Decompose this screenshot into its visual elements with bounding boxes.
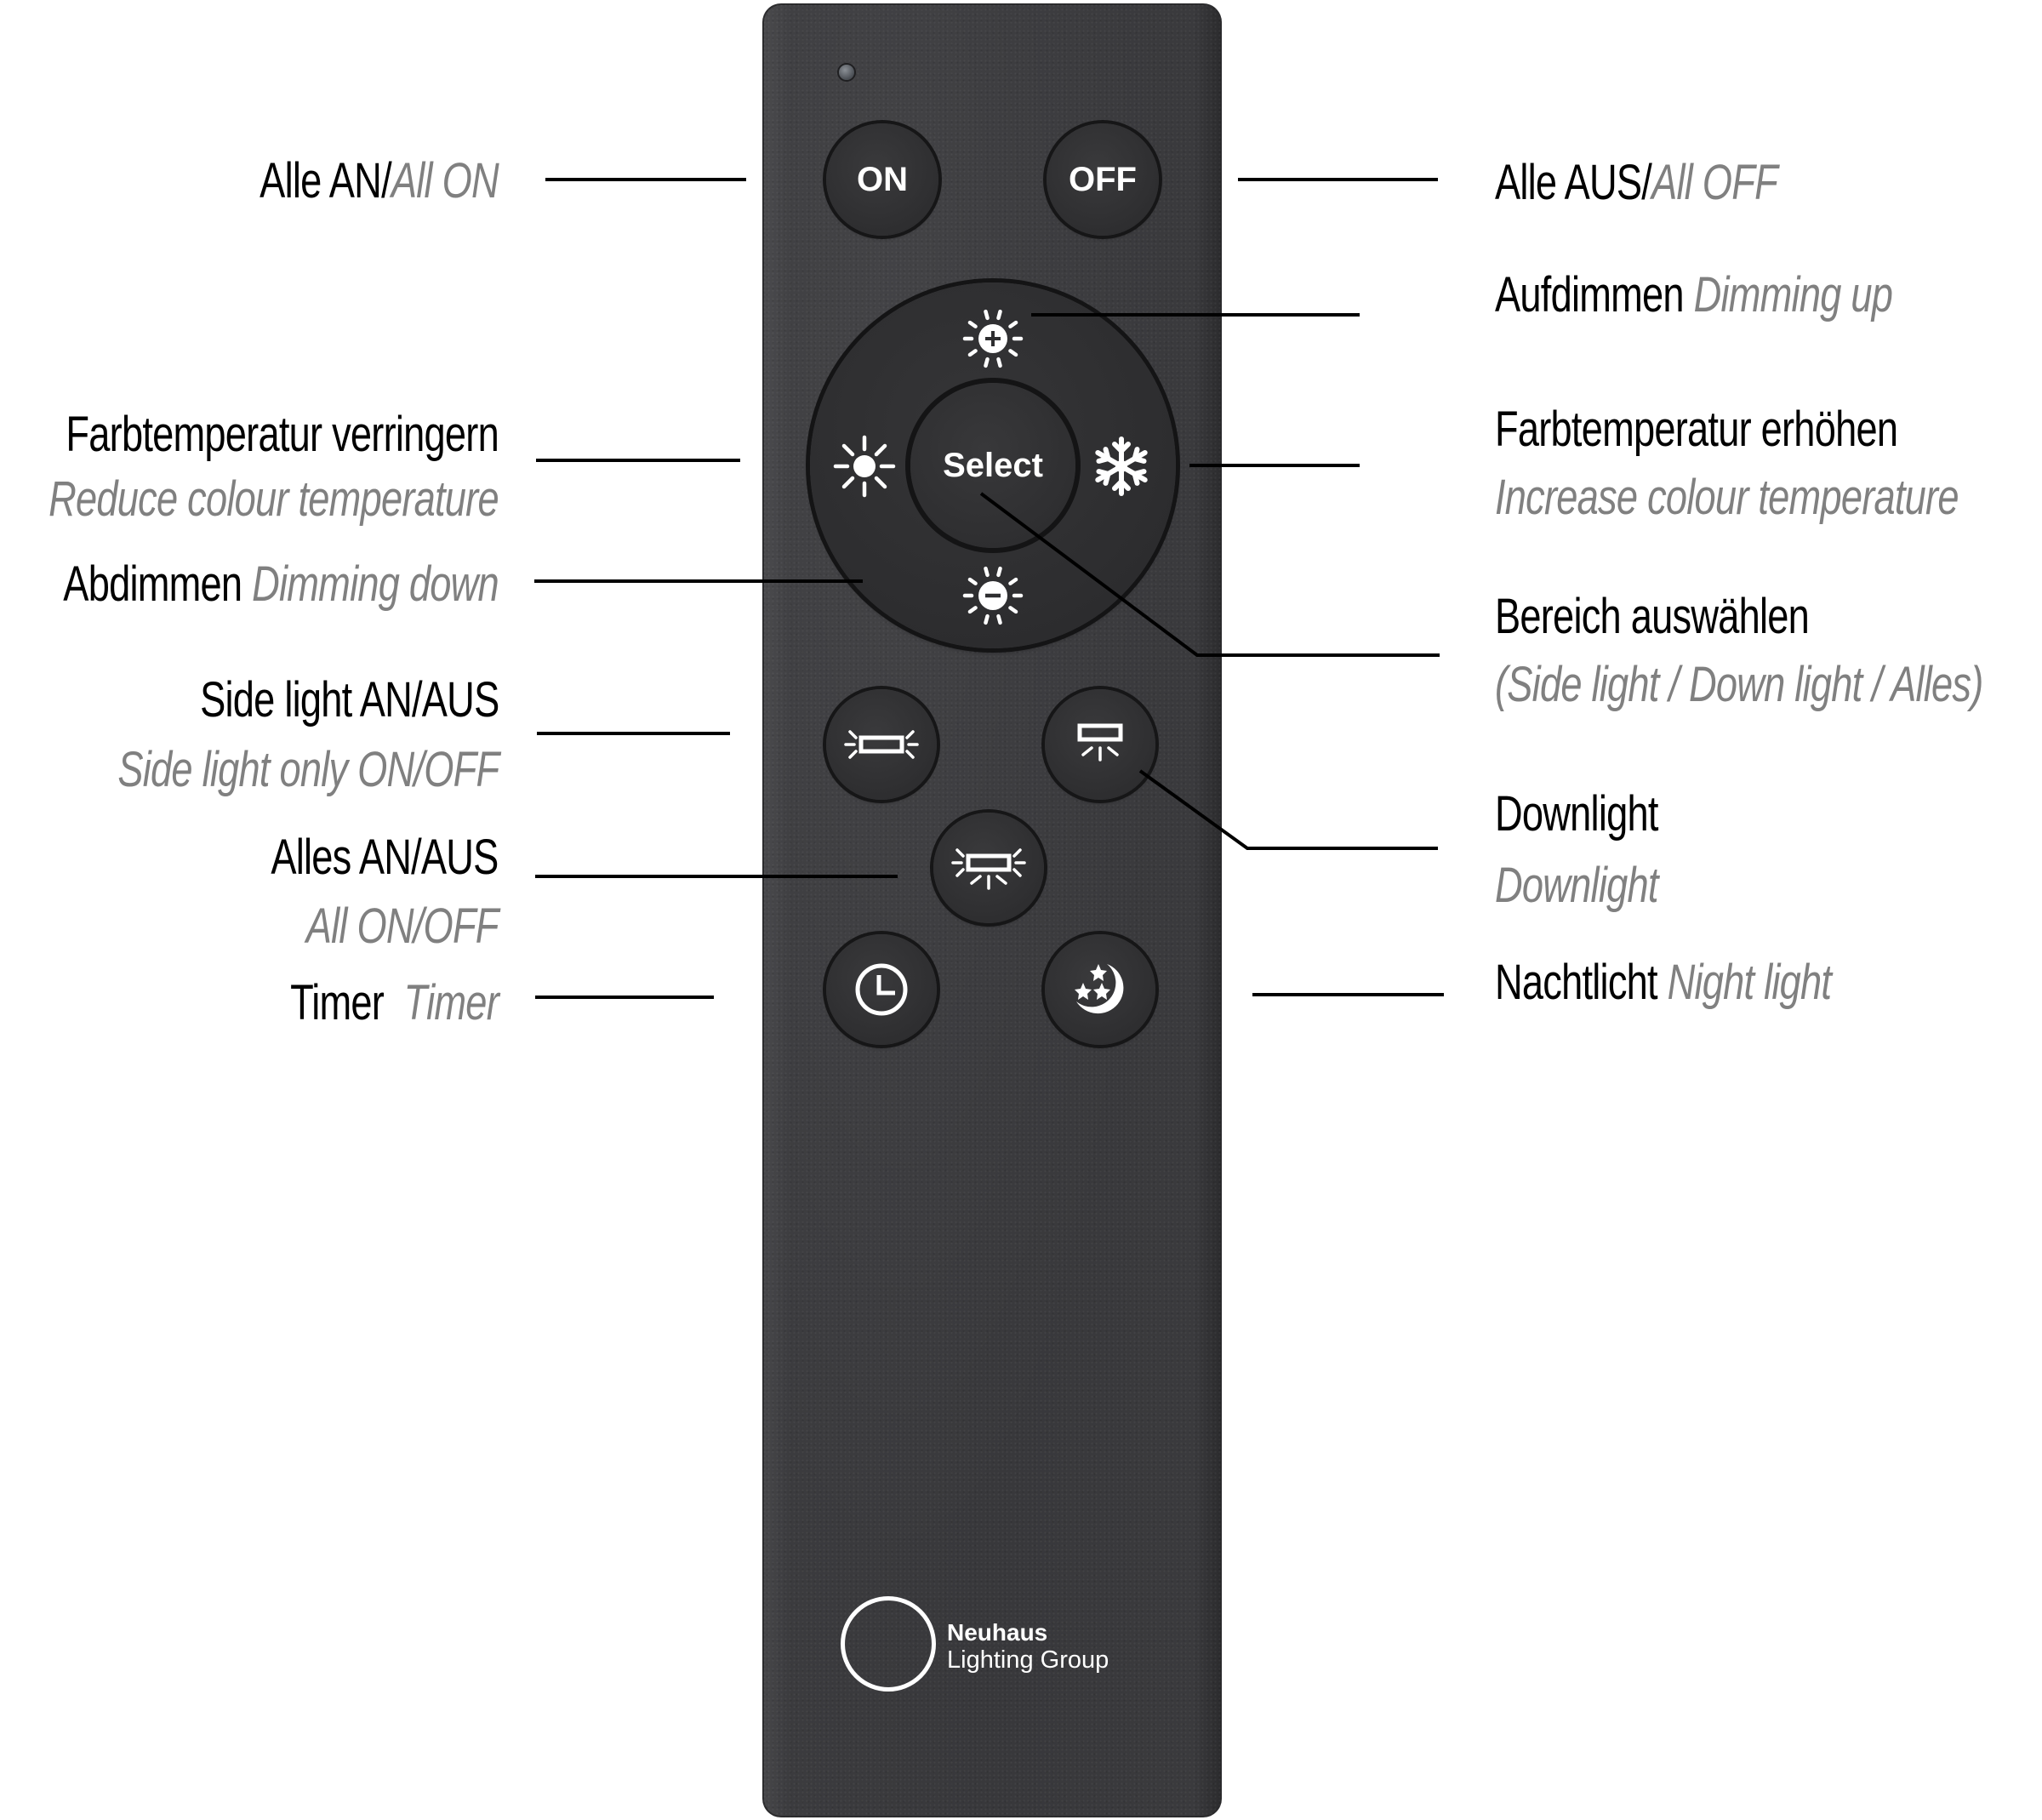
label-all-toggle-en: All ON/OFF (306, 899, 499, 954)
dim-up-button[interactable] (942, 289, 1044, 387)
sun-icon (830, 432, 898, 500)
sun-minus-icon (959, 562, 1027, 630)
brand-subtitle: Lighting Group (947, 1646, 1109, 1674)
label-select-area-de: Bereich auswählen (1495, 589, 1810, 644)
downlight-icon (1070, 719, 1130, 770)
off-button[interactable]: OFF (1047, 123, 1159, 236)
label-all-on: Alle AN/All ON (260, 157, 499, 206)
downlight-button[interactable] (1045, 689, 1155, 800)
label-timer: Timer Timer (290, 975, 499, 1030)
night-light-button[interactable] (1045, 934, 1155, 1045)
label-dim-down: Abdimmen Dimming down (63, 556, 499, 612)
select-button-label: Select (943, 446, 1043, 484)
sun-plus-icon (959, 305, 1027, 373)
off-button-label: OFF (1069, 160, 1137, 198)
label-night-light: Nachtlicht Night light (1495, 955, 1832, 1010)
label-downlight-en: Downlight (1495, 858, 1658, 913)
label-all-on-de: Alle AN/ (260, 153, 391, 208)
label-reduce-temp-de: Farbtemperatur verringern (66, 407, 499, 462)
dim-down-button[interactable] (942, 546, 1044, 644)
label-side-light-en: Side light only ON/OFF (117, 742, 499, 797)
on-button-label: ON (857, 160, 908, 198)
label-all-off: Alle AUS/All OFF (1495, 155, 1778, 210)
label-dim-up: Aufdimmen Dimming up (1495, 267, 1893, 322)
label-increase-temp-de: Farbtemperatur erhöhen (1495, 402, 1898, 457)
label-all-toggle-de: Alles AN/AUS (271, 830, 499, 885)
clock-icon (852, 960, 911, 1019)
label-side-light-de: Side light AN/AUS (199, 672, 499, 727)
label-downlight-de: Downlight (1495, 786, 1658, 842)
warm-temperature-button[interactable] (817, 417, 912, 515)
all-light-icon (948, 841, 1030, 895)
snowflake-icon (1090, 435, 1153, 498)
label-select-area-en: (Side light / Down light / Alles) (1495, 657, 1983, 712)
all-light-toggle-button[interactable] (933, 813, 1044, 923)
timer-button[interactable] (826, 934, 937, 1045)
cool-temperature-button[interactable] (1074, 417, 1169, 515)
side-light-icon (841, 723, 922, 766)
label-reduce-temp-en: Reduce colour temperature (48, 471, 499, 527)
label-all-on-en: All ON (391, 153, 499, 208)
brand-name: Neuhaus (947, 1619, 1048, 1646)
select-button[interactable]: Select (910, 383, 1075, 548)
status-led (839, 65, 854, 80)
side-light-button[interactable] (826, 689, 937, 800)
brand-logo-ring (841, 1596, 936, 1692)
label-increase-temp-en: Increase colour temperature (1495, 470, 1959, 525)
moon-stars-icon (1068, 957, 1132, 1022)
on-button[interactable]: ON (826, 123, 938, 236)
